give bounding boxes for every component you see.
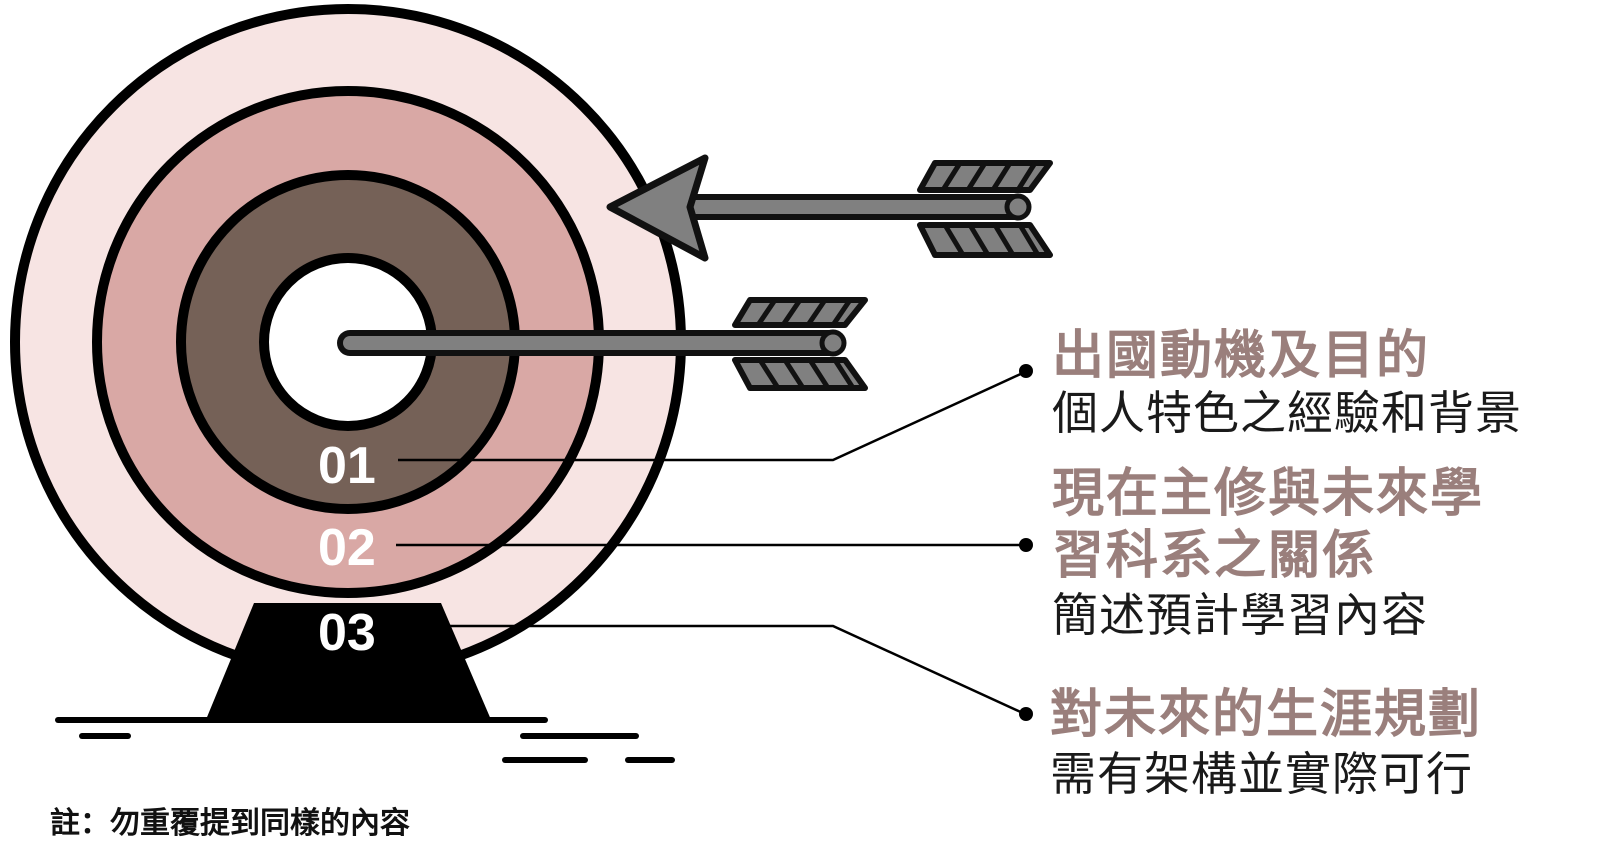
item-02-title-line1: 現在主修與未來學 (1052, 464, 1485, 524)
ring-number-02: 02 (318, 519, 376, 577)
leader-dot-01 (1019, 364, 1033, 378)
item-01-title: 出國動機及目的 (1052, 326, 1431, 386)
leader-dot-02 (1019, 538, 1033, 552)
item-01-subtitle: 個人特色之經驗和背景 (1052, 386, 1522, 440)
item-03-subtitle: 需有架構並實際可行 (1050, 747, 1473, 801)
leader-lines (396, 370, 1026, 716)
ground-lines (55, 717, 675, 763)
item-02-subtitle: 簡述預計學習內容 (1052, 588, 1428, 642)
arrow-center-icon (337, 297, 868, 391)
arrow-upper-icon (606, 154, 1053, 262)
footnote: 註：勿重覆提到同樣的內容 (50, 806, 410, 841)
leader-dot-03 (1019, 707, 1033, 721)
target-stand (205, 603, 492, 722)
ring-number-01: 01 (318, 437, 376, 495)
item-03-title: 對未來的生涯規劃 (1050, 685, 1483, 745)
ring-number-03: 03 (318, 604, 376, 662)
item-02-title-line2: 習科系之關係 (1052, 526, 1377, 586)
